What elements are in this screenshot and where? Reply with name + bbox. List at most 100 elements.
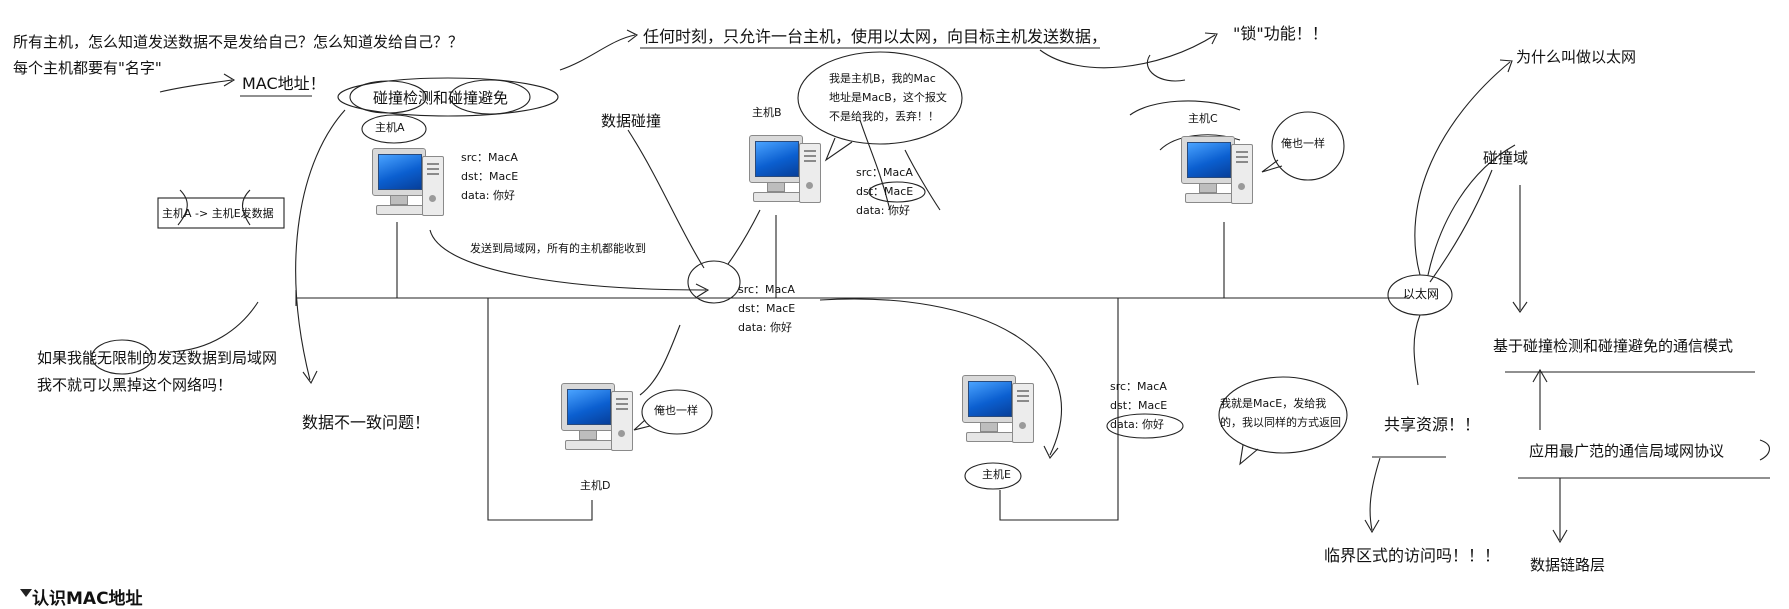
bubble-b-tail	[824, 137, 853, 162]
arrow-head-7	[1499, 59, 1513, 73]
note-attack-q2: 我不就可以黑掉这个网络吗！	[37, 376, 233, 394]
bubble-c	[1271, 111, 1345, 181]
note-broadcast: 发送到局域网，所有的主机都能收到	[470, 242, 646, 255]
mace-circle	[868, 181, 926, 203]
host-a-label: 主机A	[375, 121, 405, 134]
drop-host-e	[999, 298, 1119, 521]
section-heading[interactable]: 认识MAC地址	[32, 589, 143, 609]
bubble-c-text: 俺也一样	[1281, 137, 1325, 150]
arrow-ethernet-down	[1413, 314, 1421, 386]
csma-circle-inner2	[449, 79, 531, 115]
note-lock: "锁"功能！！	[1233, 24, 1328, 43]
bubble-b-line3: 不是给我的，丢弃！！	[829, 110, 939, 123]
note-why-ethernet: 为什么叫做以太网	[1516, 48, 1637, 66]
scribble-note2	[241, 189, 251, 226]
arrow-head-6	[1043, 445, 1059, 460]
host-c-computer-icon	[1181, 136, 1253, 212]
packet-host-e: src：MacA dst：MacE data: 你好	[1110, 377, 1167, 434]
collapse-caret-icon[interactable]	[20, 589, 32, 597]
scribble-b	[859, 119, 891, 211]
arrow-head-11	[1364, 519, 1380, 534]
hack-circle	[91, 339, 153, 375]
bubble-e-line1: 我就是MacE，发给我	[1220, 397, 1327, 410]
scribble-right	[1759, 439, 1770, 461]
arrow-csma-to-one-host	[559, 34, 636, 71]
note-one-host: 任何时刻，只允许一台主机，使用以太网，向目标主机发送数据，	[643, 27, 1108, 46]
bubble-b	[797, 51, 963, 145]
packet-dst: dst：MacE	[856, 185, 914, 198]
note-mac-address: MAC地址！	[242, 74, 326, 93]
packet-data: data: 你好	[856, 204, 910, 217]
arrow-collision-label	[627, 129, 705, 269]
packet-dst: dst：MacE	[1110, 399, 1168, 412]
arrow-head-9	[1532, 368, 1548, 383]
packet-data: data: 你好	[1110, 418, 1164, 431]
arrow-head-10	[1552, 529, 1568, 544]
host-e-label: 主机E	[982, 468, 1011, 481]
note-mode: 基于碰撞检测和碰撞避免的通信模式	[1493, 337, 1734, 355]
host-b-computer-icon	[749, 135, 821, 211]
csma-circle	[337, 77, 559, 117]
bubble-b-line1: 我是主机B，我的Mac	[829, 72, 936, 85]
arrow-broadcast	[429, 229, 707, 291]
packet-e-circle	[1106, 413, 1184, 439]
arrow-csma-down	[295, 109, 346, 381]
bubble-e-tail	[1239, 444, 1259, 466]
packet-src: src：MacA	[1110, 380, 1167, 393]
packet-src: src：MacA	[856, 166, 913, 179]
arrow-head-5	[695, 283, 710, 298]
bubble-e-line2: 的，我以同样的方式返回	[1220, 416, 1341, 429]
label-ethernet: 以太网	[1403, 287, 1440, 301]
packet-host-a: src：MacA dst：MacE data: 你好	[461, 148, 518, 205]
bubble-e	[1218, 376, 1348, 454]
drop-host-d	[487, 298, 593, 521]
bubble-d-text: 俺也一样	[654, 404, 698, 417]
arrow-head-8	[1512, 301, 1528, 313]
note-shared: 共享资源！！	[1384, 415, 1481, 434]
bubble-d	[641, 389, 713, 435]
note-collision-domain: 碰撞域	[1483, 149, 1529, 167]
packet-host-b: src：MacA dst：MacE data: 你好	[856, 163, 913, 220]
note-attack-q1: 如果我能无限制的发送数据到局域网	[37, 349, 278, 367]
note-host-a-to-e: 主机A -> 主机E发数据	[162, 207, 274, 220]
host-e-label-circle	[964, 462, 1022, 490]
packet-data: data: 你好	[738, 321, 792, 334]
note-collision: 数据碰撞	[601, 112, 662, 130]
bubble-d-tail	[633, 419, 651, 431]
bubble-b-line2: 地址是MacB，这个报文	[829, 91, 947, 104]
note-name: 每个主机都要有"名字"	[13, 59, 162, 77]
scribble-c	[1129, 100, 1241, 116]
collision-circle	[687, 260, 741, 304]
note-widest: 应用最广范的通信局域网协议	[1529, 442, 1725, 460]
note-box	[157, 197, 285, 229]
arrow-shared-down	[1369, 457, 1381, 531]
host-e-computer-icon	[962, 375, 1034, 451]
arrow-packet-to-e	[819, 298, 1062, 456]
host-a-label-bubble	[361, 114, 427, 144]
host-d-computer-icon	[561, 383, 633, 459]
arrow-name-to-mac	[159, 79, 233, 93]
arrow-collision-domain	[1429, 169, 1493, 283]
scribble-note	[177, 189, 188, 226]
note-datalink: 数据链路层	[1530, 556, 1606, 574]
packet-src: src：MacA	[738, 283, 795, 296]
packet-src: src：MacA	[461, 151, 518, 164]
host-b-label: 主机B	[752, 106, 782, 119]
packet-bus: src：MacA dst：MacE data: 你好	[738, 280, 795, 337]
arrow-collision-b	[727, 209, 761, 265]
arrow-collision-d	[639, 324, 681, 396]
scribble-lock-left	[1146, 54, 1186, 82]
packet-dst: dst：MacE	[738, 302, 796, 315]
arrow-ethernet-mid	[1427, 144, 1516, 276]
note-critical: 临界区式的访问吗！！！	[1324, 546, 1501, 565]
csma-circle-inner1	[349, 80, 427, 114]
packet-data: data: 你好	[461, 189, 515, 202]
arrow-head-1	[223, 73, 236, 87]
note-top-question: 所有主机，怎么知道发送数据不是发给自己？怎么知道发给自己？？	[13, 33, 464, 51]
scribble-b2	[904, 149, 941, 211]
packet-dst: dst：MacE	[461, 170, 519, 183]
bubble-c-tail	[1261, 159, 1283, 173]
hack-arrow	[169, 301, 259, 353]
host-a-computer-icon	[372, 148, 444, 224]
